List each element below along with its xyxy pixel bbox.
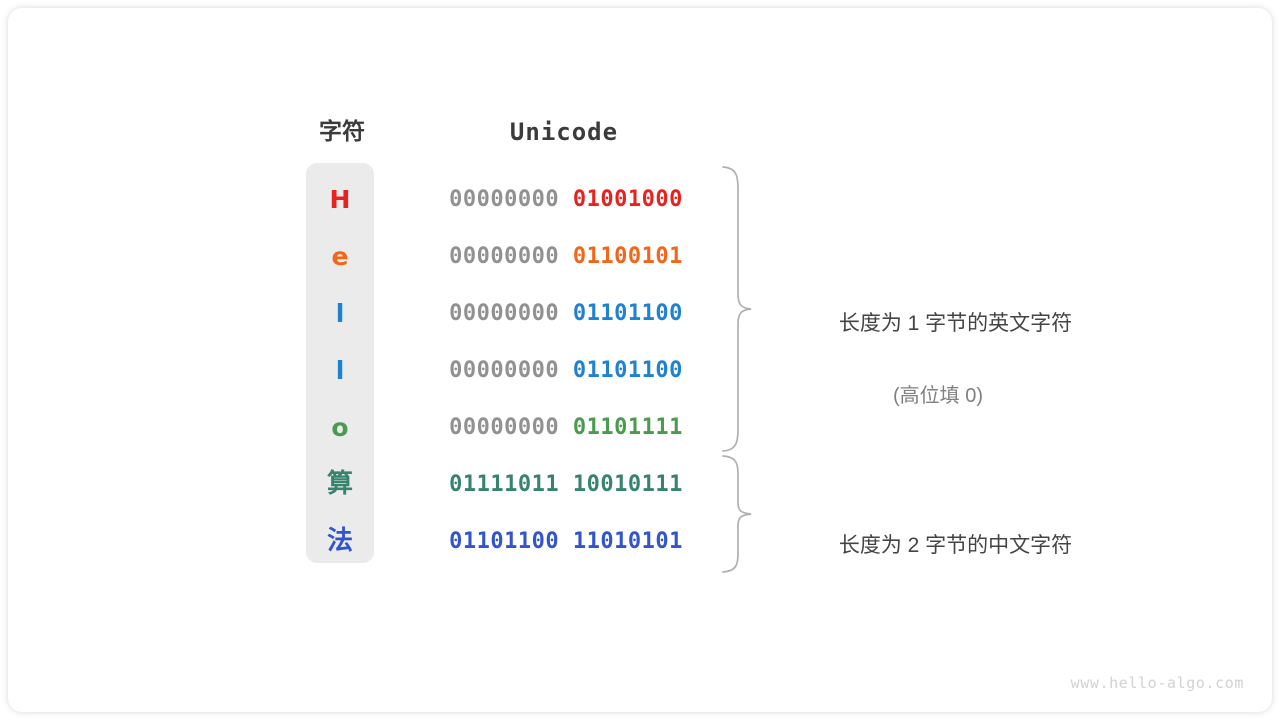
- brace-single-byte-group: [722, 166, 752, 452]
- column-header-character: 字符: [319, 118, 365, 144]
- row-character: l: [335, 299, 345, 328]
- column-header-unicode: Unicode: [509, 118, 619, 146]
- row-unicode-binary: 00000000 01101100: [432, 342, 700, 399]
- annotation-double-byte-main: 长度为 2 字节的中文字符: [838, 534, 1073, 557]
- row-high-byte: 00000000: [449, 358, 573, 383]
- row-low-byte: 01101111: [572, 415, 683, 440]
- row-unicode-binary: 00000000 01100101: [432, 228, 700, 285]
- row-low-byte: 01101100: [572, 358, 683, 383]
- unicode-encoding-diagram: 字符 Unicode H 00000000 01001000 e 00000000 0…: [8, 8, 1272, 712]
- row-low-byte: 01101100: [572, 301, 683, 326]
- row-low-byte: 01001000: [572, 187, 683, 212]
- annotation-double-byte: 长度为 2 字节的中文字符: [770, 492, 1106, 600]
- row-character: l: [335, 356, 345, 385]
- brace-double-byte-group: [722, 455, 752, 573]
- row-unicode-binary: 00000000 01101111: [432, 399, 700, 456]
- row-character: 法: [326, 526, 353, 556]
- row-high-byte: 00000000: [449, 244, 573, 269]
- table-row: e 00000000 01100101: [8, 228, 1272, 285]
- watermark: www.hello-algo.com: [1070, 674, 1244, 692]
- row-unicode-binary: 01111011 10010111: [432, 456, 700, 513]
- row-low-byte: 01100101: [572, 244, 683, 269]
- row-low-byte: 01101100 11010101: [449, 529, 683, 554]
- table-row: 法 01101100 11010101: [8, 513, 1272, 570]
- row-high-byte: 00000000: [449, 301, 573, 326]
- annotation-single-byte-main: 长度为 1 字节的英文字符: [838, 312, 1073, 335]
- row-character: H: [329, 185, 351, 214]
- table-row: l 00000000 01101100: [8, 342, 1272, 399]
- table-row: l 00000000 01101100: [8, 285, 1272, 342]
- row-low-byte: 01111011 10010111: [449, 472, 683, 497]
- row-unicode-binary: 01101100 11010101: [432, 513, 700, 570]
- table-row: o 00000000 01101111: [8, 399, 1272, 456]
- row-character: o: [331, 413, 349, 442]
- table-row: 算 01111011 10010111: [8, 456, 1272, 513]
- row-character: e: [331, 242, 349, 271]
- row-high-byte: 00000000: [449, 187, 573, 212]
- table-row: H 00000000 01001000: [8, 171, 1272, 228]
- row-character: 算: [326, 469, 353, 499]
- annotation-single-byte: 长度为 1 字节的英文字符 (高位填 0): [770, 270, 1106, 486]
- character-column-panel: [306, 163, 374, 563]
- figure-card: 字符 Unicode H 00000000 01001000 e 00000000 0…: [8, 8, 1272, 712]
- row-high-byte: 00000000: [449, 415, 573, 440]
- annotation-single-byte-sub: (高位填 0): [893, 385, 983, 407]
- row-unicode-binary: 00000000 01101100: [432, 285, 700, 342]
- row-unicode-binary: 00000000 01001000: [432, 171, 700, 228]
